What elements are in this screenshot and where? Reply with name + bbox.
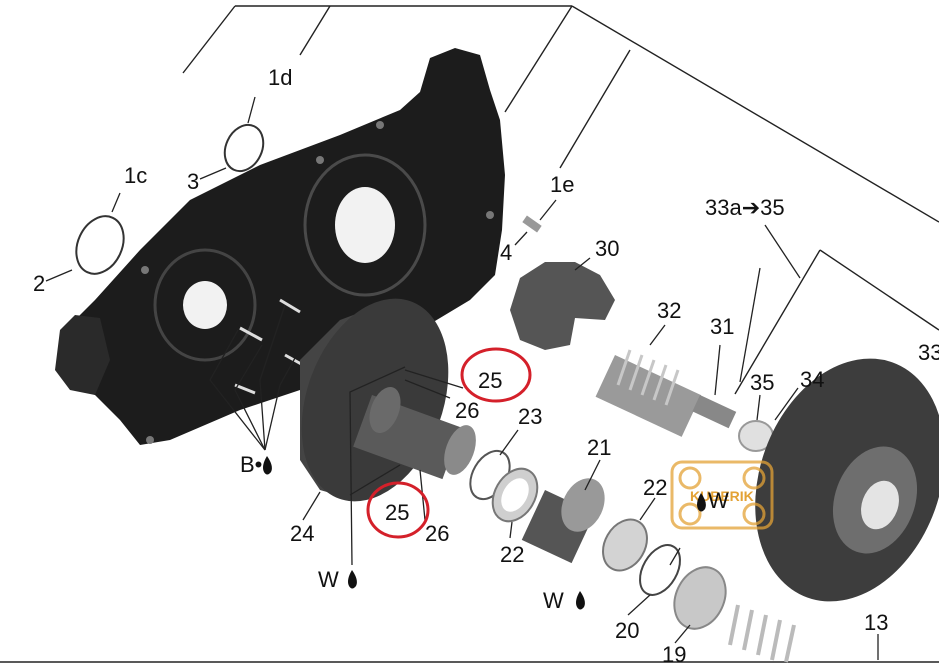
label-21: 21 bbox=[587, 435, 611, 460]
diagram-frame bbox=[0, 5, 939, 663]
label-20: 20 bbox=[615, 618, 639, 643]
label-25-lower: 25 bbox=[385, 500, 409, 525]
label-34: 34 bbox=[800, 367, 824, 392]
label-W-right: W bbox=[708, 488, 729, 513]
highlight-circle-25-lower bbox=[366, 481, 430, 539]
label-B: B• bbox=[240, 452, 262, 477]
o-ring-3 bbox=[223, 123, 265, 173]
spring-shaft-31-32 bbox=[595, 349, 737, 437]
label-22-left: 22 bbox=[500, 542, 524, 567]
oil-drop-icon bbox=[697, 493, 706, 512]
sleeve-21 bbox=[521, 478, 605, 564]
label-23: 23 bbox=[518, 404, 542, 429]
cvt-cover-housing bbox=[55, 48, 505, 445]
label-1d: 1d bbox=[268, 65, 292, 90]
driven-pulley-33 bbox=[755, 358, 939, 602]
watermark-logo: KUBERIK bbox=[670, 460, 774, 530]
oil-drop-icon bbox=[576, 591, 585, 610]
label-13: 13 bbox=[864, 610, 888, 635]
part-30 bbox=[510, 262, 615, 350]
label-33a-35: 33a➔35 bbox=[705, 195, 785, 220]
watermark-text: KUBERIK bbox=[690, 488, 754, 504]
oil-drop-icon bbox=[263, 456, 272, 475]
label-33: 33 bbox=[918, 340, 939, 365]
bolt-4 bbox=[522, 215, 542, 233]
label-31: 31 bbox=[710, 314, 734, 339]
label-4: 4 bbox=[500, 240, 512, 265]
bushing-19 bbox=[673, 566, 727, 630]
leader-lines bbox=[45, 96, 879, 660]
oil-drop-icon bbox=[348, 570, 357, 589]
label-3: 3 bbox=[187, 169, 199, 194]
label-35: 35 bbox=[750, 370, 774, 395]
label-2: 2 bbox=[33, 271, 45, 296]
label-22-right: 22 bbox=[643, 475, 667, 500]
label-24: 24 bbox=[290, 521, 314, 546]
ring-20 bbox=[639, 544, 681, 596]
spring-bottom bbox=[728, 604, 796, 663]
label-32: 32 bbox=[657, 298, 681, 323]
label-W-middle: W bbox=[543, 588, 564, 613]
ring-22b bbox=[602, 518, 648, 572]
label-26-lower: 26 bbox=[425, 521, 449, 546]
part-labels: 1c 1d 1e 2 3 4 30 33a➔35 32 31 35 34 33 … bbox=[33, 65, 939, 665]
label-1e: 1e bbox=[550, 172, 574, 197]
label-26-upper: 26 bbox=[455, 398, 479, 423]
label-19: 19 bbox=[662, 642, 686, 665]
o-ring-2 bbox=[75, 215, 125, 275]
label-30: 30 bbox=[595, 236, 619, 261]
ring-22a-hole bbox=[501, 478, 529, 512]
label-1c: 1c bbox=[124, 163, 147, 188]
highlight-circle-25-upper bbox=[460, 347, 532, 403]
label-W-left: W bbox=[318, 567, 339, 592]
label-25-upper: 25 bbox=[478, 368, 502, 393]
drive-pulley-24 bbox=[300, 298, 476, 502]
oil-drop-icons bbox=[263, 456, 706, 610]
